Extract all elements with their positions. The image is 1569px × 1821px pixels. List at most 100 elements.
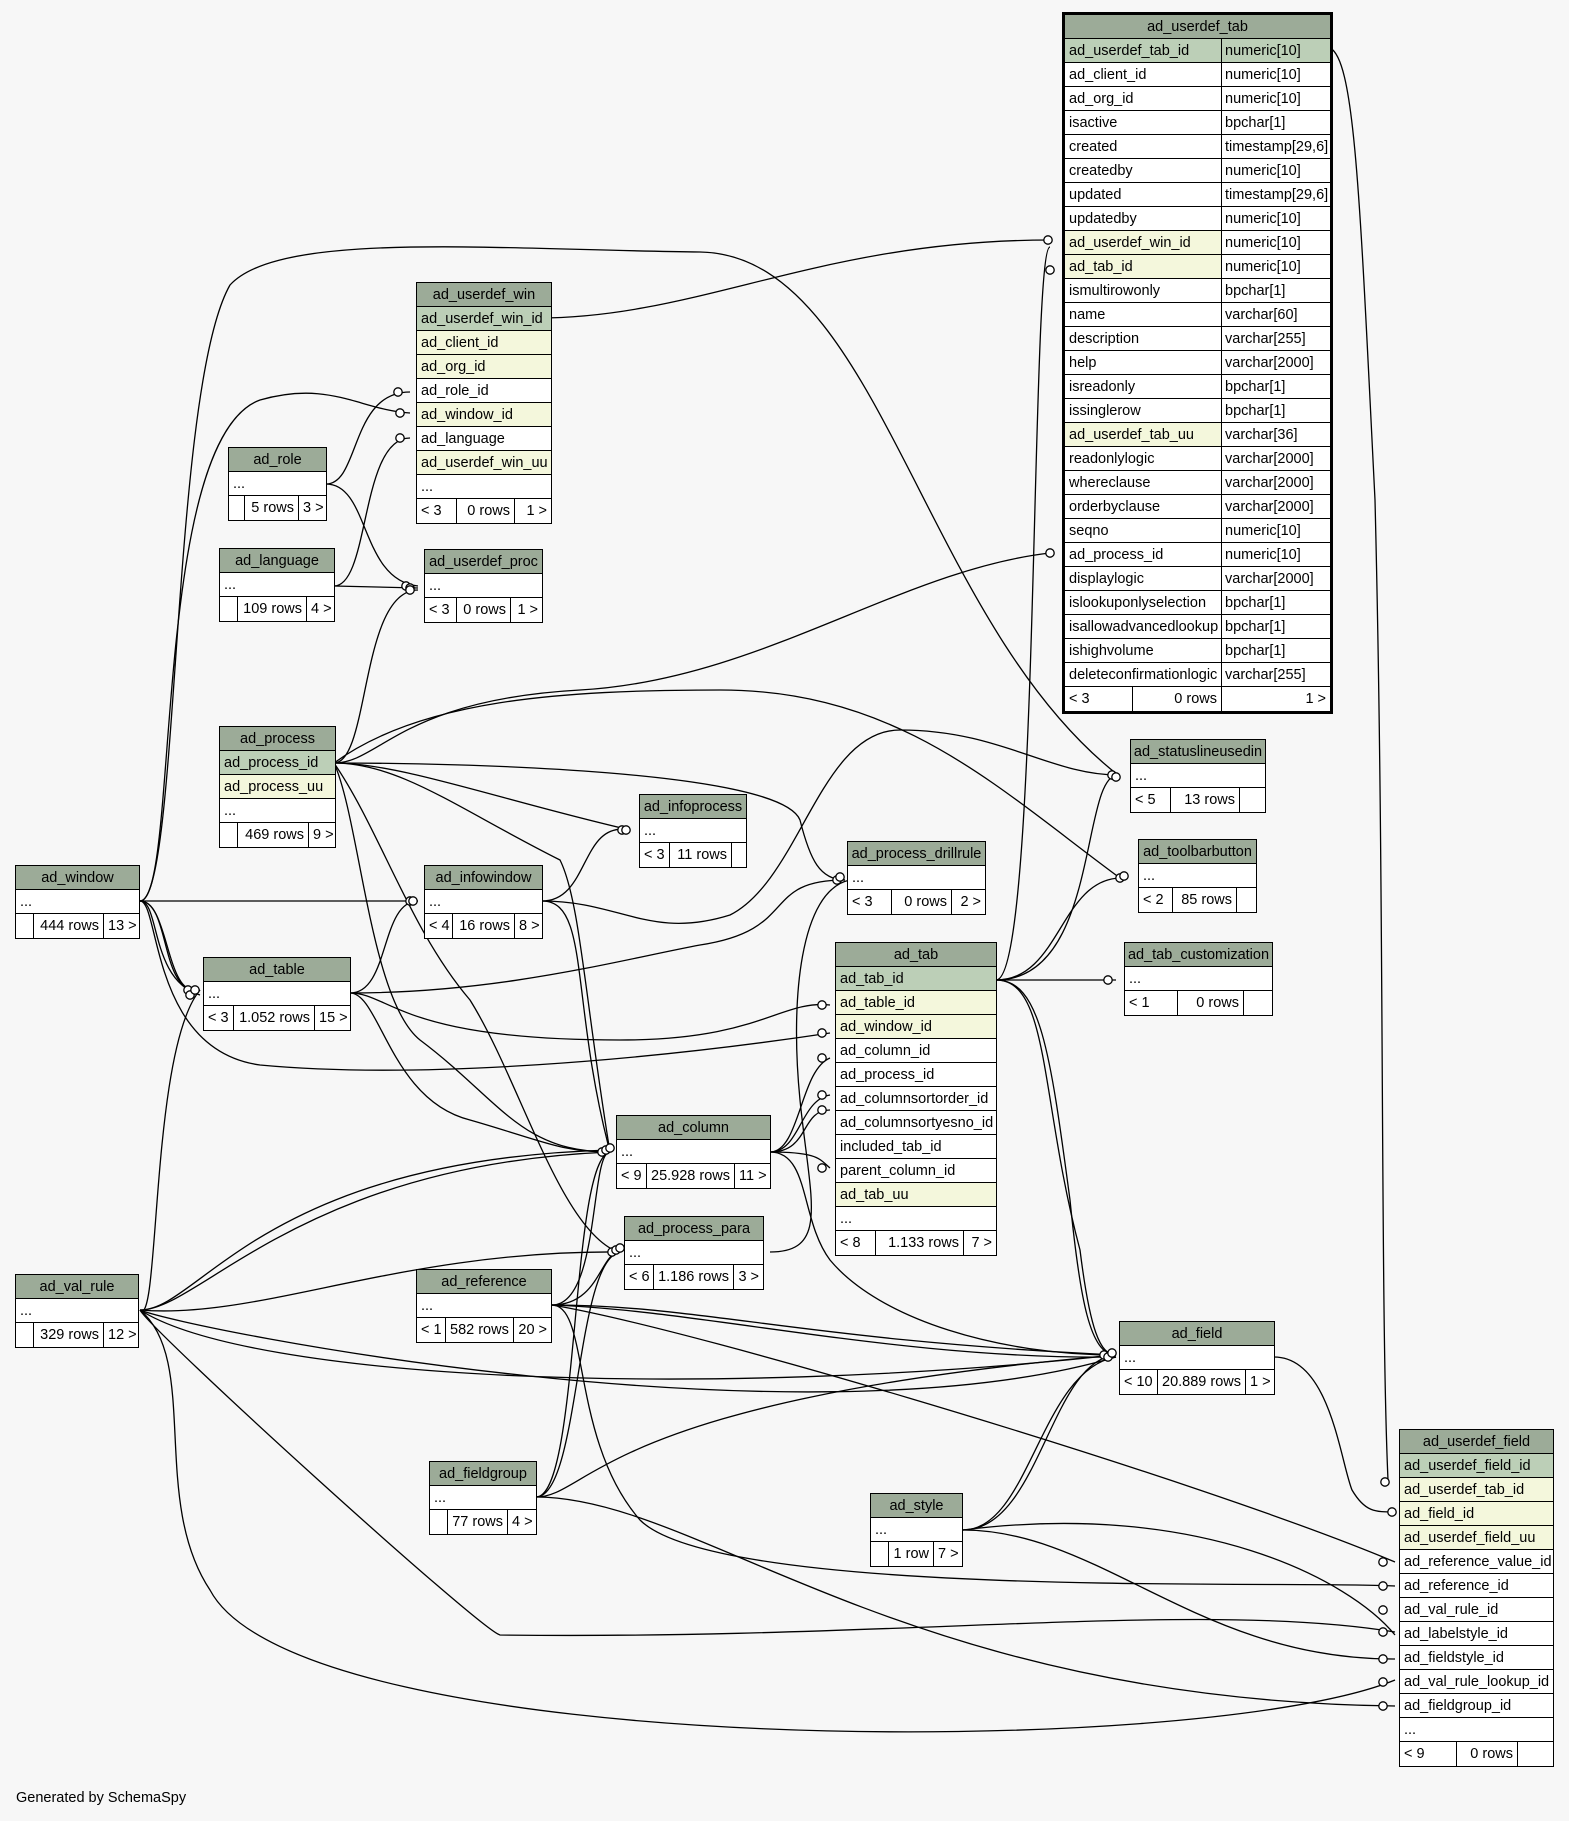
optional-marker [395,408,405,418]
row-count: 0 rows [1457,1742,1518,1766]
relationship-edge [769,1057,831,1153]
relationship-edge [551,1304,1117,1358]
optional-marker [1111,772,1121,782]
optional-marker [817,1090,827,1100]
column-row: ... [425,890,542,914]
optional-marker [817,1028,827,1038]
column-type: numeric[10] [1225,43,1301,59]
relationship-edge [535,1496,1396,1707]
column-row: ad_tab_uu [836,1183,996,1207]
row-count: 582 rows [446,1318,514,1342]
column-row: ad_window_id [836,1015,996,1039]
children-count: 1 > [517,602,538,618]
column-type: numeric[10] [1222,255,1330,278]
column-name: ad_userdef_tab_id [1065,39,1222,62]
children-count: 1 > [526,503,547,519]
column-row: ad_columnsortyesno_id [836,1111,996,1135]
relationship-edge [541,828,631,902]
column-row: ad_val_rule_lookup_id [1400,1670,1553,1694]
relationship-edge [551,1304,1117,1356]
optional-marker [1378,1605,1388,1615]
column-type: bpchar[1] [1225,283,1286,299]
relationship-edge [325,391,411,485]
optional-marker [817,1053,827,1063]
table-ad_process[interactable]: ad_process ad_process_id ad_process_uu .… [219,726,336,848]
optional-marker [1045,265,1055,275]
relationship-edge [551,1304,1396,1563]
column-type: timestamp[29,6] [1225,187,1329,203]
parents-count: < 3 [640,843,670,867]
column-name: isallowadvancedlookup [1065,615,1222,638]
relationship-edge [139,1309,1117,1380]
column-row: ad_client_id [417,331,551,355]
column-row: ad_reference_value_id [1400,1550,1553,1574]
relationship-edge [349,992,611,1153]
column-row: ... [430,1486,536,1510]
row-count: 20.889 rows [1158,1370,1246,1394]
column-name: deleteconfirmationlogic [1065,663,1222,686]
column-row: ad_userdef_field_id [1400,1454,1553,1478]
relationship-edge [962,1529,1396,1660]
table-ad_tab[interactable]: ad_tab ad_tab_id ad_table_id ad_window_i… [835,942,997,1256]
relationship-edge [333,762,631,831]
relationship-edge [1273,1356,1396,1513]
relationship-edge [962,1356,1117,1531]
row-count: 25.928 rows [647,1164,735,1188]
table-ad_userdef_win[interactable]: ad_userdef_win ad_userdef_win_id ad_clie… [416,282,552,524]
row-count: 469 rows [238,823,309,847]
table-ad_userdef_field[interactable]: ad_userdef_field ad_userdef_field_id ad_… [1399,1429,1554,1767]
optional-marker [395,433,405,443]
column-row: ad_fieldstyle_id [1400,1646,1553,1670]
optional-marker [190,985,200,995]
parents-count: < 9 [1400,1742,1457,1766]
relationship-edge [551,1151,611,1306]
children-count: 1 > [1305,691,1326,707]
column-name: created [1065,135,1222,158]
column-row: ... [848,866,985,890]
table-header: ad_process_para [625,1217,763,1241]
row-count: 16 rows [453,914,515,938]
column-row: ... [640,819,746,843]
column-type: varchar[2000] [1225,451,1314,467]
row-count: 5 rows [245,496,299,520]
table-header: ad_userdef_tab [1065,15,1330,39]
children-count: 13 > [108,918,137,934]
column-row: ... [220,573,334,597]
parents-count: < 1 [1125,991,1178,1015]
parents-count [220,597,238,621]
table-header: ad_infowindow [425,866,542,890]
relationship-edge [333,552,1051,764]
table-header: ad_infoprocess [640,795,746,819]
